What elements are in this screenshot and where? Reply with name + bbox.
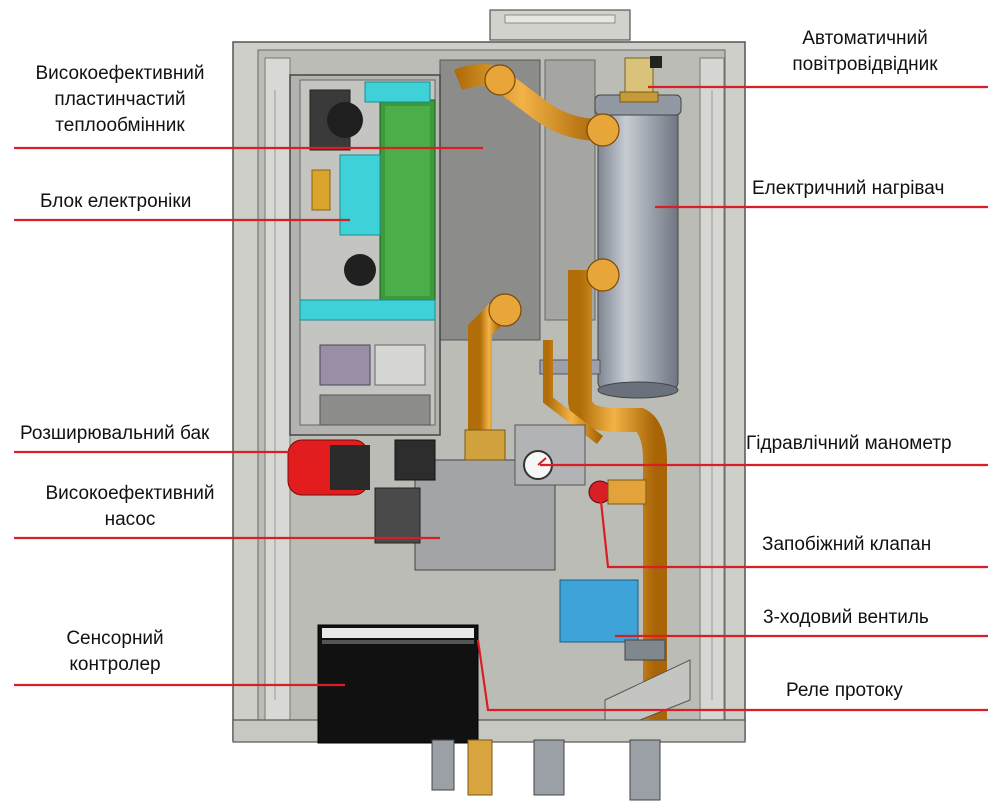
label-pump-line1: Високоефективний	[45, 483, 215, 504]
pump	[374, 429, 556, 571]
label-pump-line2: насос	[104, 509, 156, 530]
callout-lines	[14, 85, 988, 712]
label-electronics: Блок електроніки	[40, 191, 192, 212]
label-pressure-gauge: Гідравлічний манометр	[746, 433, 952, 454]
label-touch-controller-line2: контролер	[69, 654, 161, 675]
expansion-tank	[287, 439, 370, 496]
label-electric-heater: Електричний нагрівач	[752, 178, 945, 199]
bottom-connectors	[431, 739, 661, 801]
callout-line-safety-valve	[598, 491, 988, 569]
label-touch-controller-line1: Сенсорний	[66, 628, 164, 649]
label-flow-relay: Реле протоку	[786, 680, 903, 701]
label-heat-exchanger-line3: теплообмінник	[55, 115, 185, 136]
callout-line-flow-relay	[476, 639, 988, 712]
label-pump: Високоефективний насос	[30, 481, 230, 533]
label-air-vent: Автоматичний повітровідвідник	[765, 26, 965, 78]
three-way-valve	[559, 579, 666, 661]
safety-valve	[588, 479, 647, 505]
label-touch-controller: Сенсорний контролер	[40, 626, 190, 678]
pressure-gauge	[514, 424, 586, 486]
air-vent	[619, 56, 662, 103]
label-heat-exchanger: Високоефективний пластинчастий теплообмі…	[20, 61, 220, 139]
electronics-enclosure	[289, 74, 441, 436]
label-safety-valve: Запобіжний клапан	[762, 534, 932, 555]
label-three-way-valve: 3-ходовий вентиль	[763, 607, 929, 628]
label-air-vent-line1: Автоматичний	[802, 28, 928, 49]
label-heat-exchanger-line1: Високоефективний	[35, 63, 205, 84]
electric-heater	[539, 94, 682, 399]
label-heat-exchanger-line2: пластинчастий	[54, 89, 186, 110]
label-expansion-tank: Розширювальний бак	[20, 423, 210, 444]
label-air-vent-line2: повітровідвідник	[792, 54, 938, 75]
